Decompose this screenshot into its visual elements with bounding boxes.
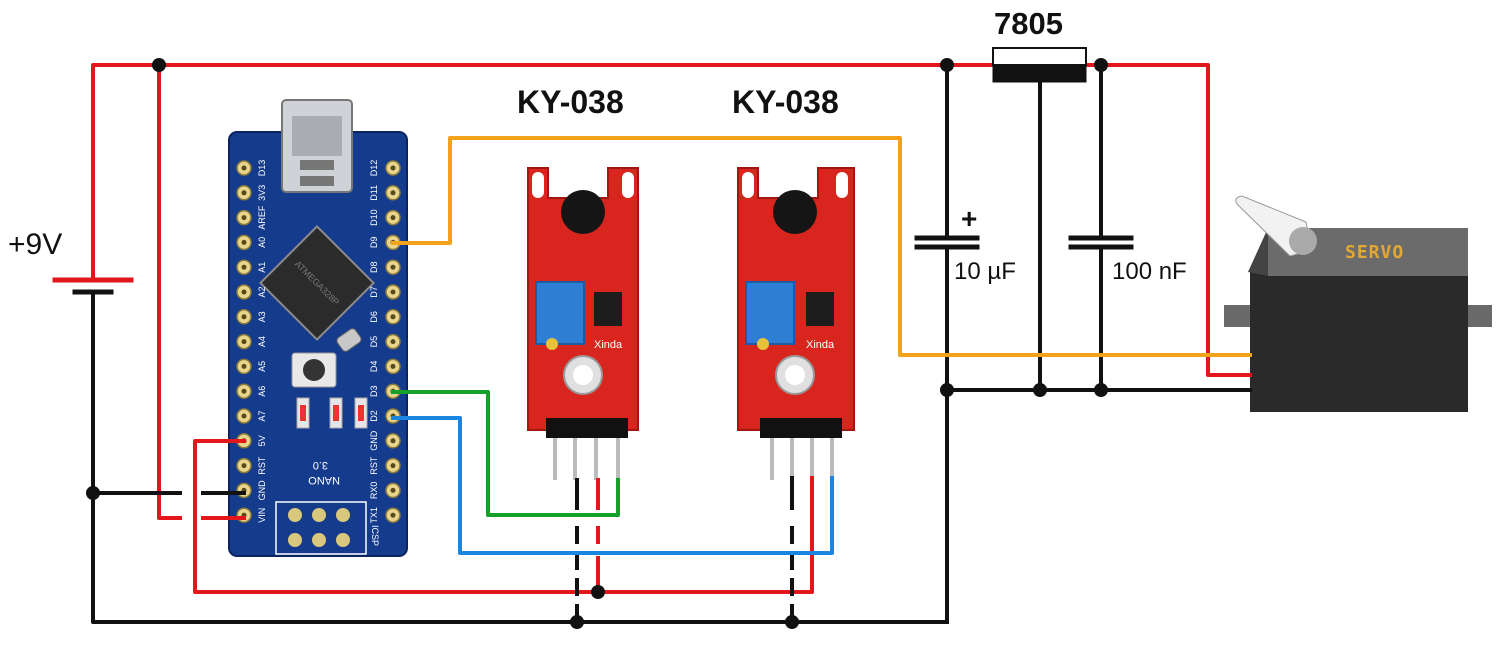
- pin-label: A6: [257, 386, 267, 397]
- header-pin-hole: [390, 363, 396, 369]
- header-pin-hole: [390, 165, 396, 171]
- capacitor-10uf-label: 10 µF: [954, 258, 1016, 285]
- header-pin-hole: [241, 289, 247, 295]
- microphone: [561, 190, 605, 234]
- junction-dots: [86, 58, 1108, 629]
- header-pin-hole: [241, 463, 247, 469]
- pin-label: A7: [257, 410, 267, 421]
- header-pin-hole: [241, 388, 247, 394]
- header-pin-hole: [390, 289, 396, 295]
- icsp-label: ICSP: [370, 525, 380, 546]
- header-pin-hole: [390, 463, 396, 469]
- pin-label: GND: [257, 480, 267, 501]
- pin-label: D3: [369, 385, 379, 397]
- pin-label: A1: [257, 262, 267, 273]
- board-name: NANO: [308, 474, 340, 486]
- header-pins: [760, 418, 842, 480]
- ky038-sensor-1: Xinda: [527, 167, 639, 480]
- header-pin-hole: [241, 264, 247, 270]
- pin-label: D7: [369, 286, 379, 298]
- pin-label: D10: [369, 209, 379, 226]
- pin-label: D9: [369, 237, 379, 249]
- header-pin-hole: [241, 239, 247, 245]
- battery-voltage-label: +9V: [8, 228, 63, 261]
- comparator-chip: [594, 292, 622, 326]
- header-pin-hole: [390, 438, 396, 444]
- header-pin-hole: [390, 314, 396, 320]
- servo-motor: SERVO: [1224, 195, 1492, 412]
- sensor-1-label: KY-038: [517, 84, 624, 120]
- wire-5v-reg-out: [1084, 63, 1252, 377]
- comparator-chip: [806, 292, 834, 326]
- pin-label: D2: [369, 410, 379, 422]
- header-pin-hole: [390, 339, 396, 345]
- header-pin-hole: [241, 363, 247, 369]
- crystal: [336, 328, 362, 352]
- pin-label: 5V: [257, 435, 267, 446]
- header-pin-hole: [241, 190, 247, 196]
- pin-label: RST: [257, 456, 267, 475]
- pin-label: D8: [369, 261, 379, 273]
- pin-label: 3V3: [257, 185, 267, 201]
- pin-label: D5: [369, 336, 379, 348]
- pin-label: A2: [257, 286, 267, 297]
- microcontroller-chip: ATMEGA328P: [259, 225, 375, 341]
- servo-label: SERVO: [1345, 242, 1404, 263]
- pin-label: AREF: [257, 205, 267, 230]
- voltage-regulator-outline: [992, 47, 1087, 66]
- pin-label: D13: [257, 160, 267, 177]
- pin-label: GND: [369, 430, 379, 451]
- usb-connector: [281, 99, 353, 193]
- wire-ground: [91, 290, 949, 624]
- wire-vin-pin: [157, 63, 182, 520]
- header-pin-hole: [390, 512, 396, 518]
- wire-servo-signal: [391, 136, 1252, 357]
- potentiometer: [745, 281, 795, 345]
- header-pin-hole: [390, 264, 396, 270]
- header-pin-hole: [241, 215, 247, 221]
- sensor-brand: Xinda: [594, 339, 623, 351]
- reset-button: [291, 352, 337, 388]
- sensor-brand: Xinda: [806, 339, 835, 351]
- header-pin-hole: [241, 413, 247, 419]
- header-pin-hole: [390, 487, 396, 493]
- pin-label: RST: [369, 456, 379, 475]
- pin-label: RX0: [369, 482, 379, 500]
- wire-sensor-2-signal: [391, 416, 834, 555]
- potentiometer: [535, 281, 585, 345]
- ky038-sensor-2: Xinda: [737, 167, 855, 480]
- header-pin-hole: [390, 215, 396, 221]
- pin-label: A5: [257, 361, 267, 372]
- pin-label: A4: [257, 336, 267, 347]
- header-pin-hole: [241, 339, 247, 345]
- pin-label: TX1: [369, 507, 379, 524]
- header-pins: [546, 418, 628, 480]
- board-leds: [296, 397, 368, 429]
- regulator-label: 7805: [994, 6, 1063, 41]
- icsp-header: ICSP: [275, 501, 380, 555]
- header-pin-hole: [241, 165, 247, 171]
- pin-label: D12: [369, 160, 379, 177]
- pin-label: A3: [257, 311, 267, 322]
- capacitor-100nf-label: 100 nF: [1112, 258, 1187, 285]
- sensor-2-label: KY-038: [732, 84, 839, 120]
- pin-label: VIN: [257, 508, 267, 523]
- capacitor-10uf-polarity: +: [961, 203, 978, 234]
- header-pin-hole: [241, 314, 247, 320]
- pin-label: D6: [369, 311, 379, 323]
- header-pin-hole: [390, 190, 396, 196]
- microphone: [773, 190, 817, 234]
- pin-label: A0: [257, 237, 267, 248]
- wire-vin: [91, 63, 995, 282]
- board-version: 3.0: [313, 459, 328, 471]
- pin-label: D11: [369, 185, 379, 201]
- pin-label: D4: [369, 361, 379, 373]
- wire-sensor-1-signal: [391, 390, 620, 517]
